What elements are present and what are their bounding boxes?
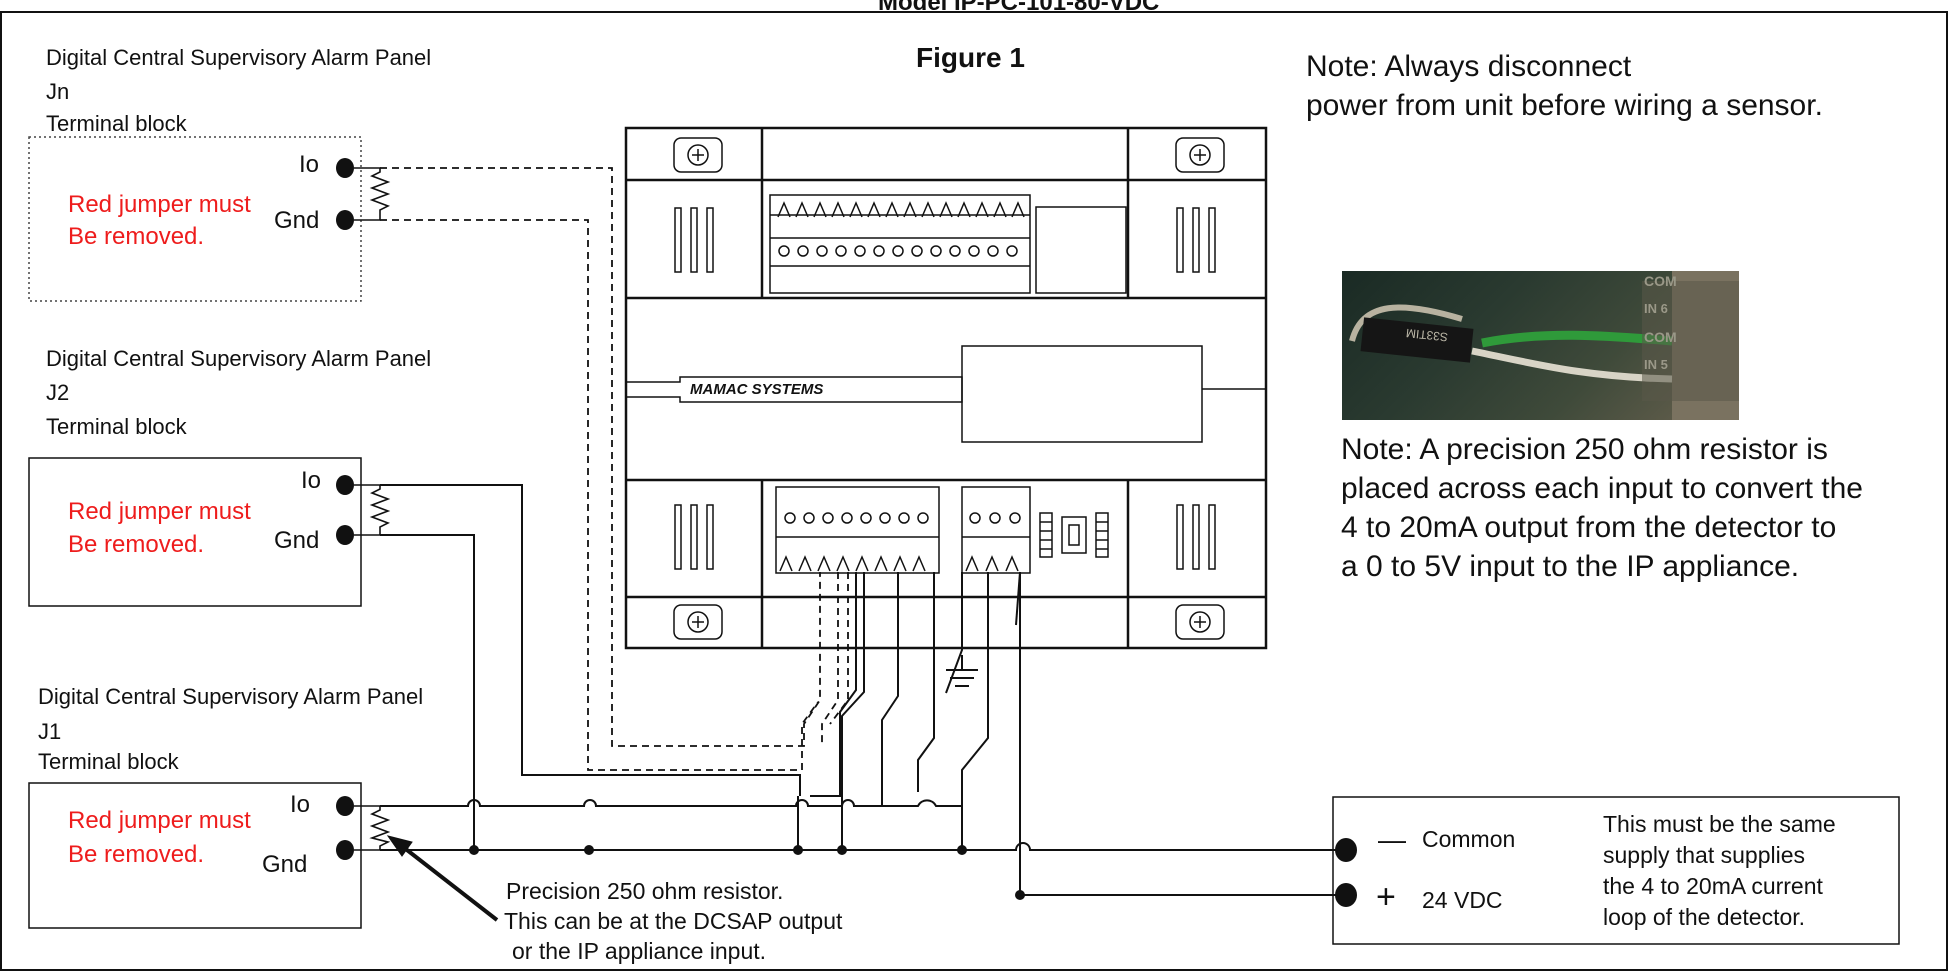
device-screws — [673, 137, 1225, 640]
panel-box-jn — [28, 136, 362, 302]
terminal-photo: COM IN 6 COM IN 5 S33TIM — [1342, 271, 1739, 420]
psu-plus-label: 24 VDC — [1422, 887, 1503, 913]
panel-j2-sub: Terminal block — [46, 414, 187, 439]
model-title: Model IP-PC-101-80-VDC — [878, 0, 1160, 16]
psu-terminals — [1335, 838, 1357, 907]
panel-j2-title: Digital Central Supervisory Alarm Panel — [46, 346, 432, 371]
panel-jn-id: Jn — [46, 79, 70, 104]
note-resistor-line3: 4 to 20mA output from the detector to — [1341, 511, 1837, 544]
note-disconnect-line2: power from unit before wiring a sensor. — [1306, 89, 1823, 122]
panel-j2-pin-gnd: Gnd — [274, 527, 320, 554]
callout-arrow — [386, 835, 499, 922]
panel-j2-id: J2 — [46, 380, 70, 405]
dashed-wires-jn — [380, 167, 849, 771]
panel-box-j2 — [28, 457, 362, 607]
resistor-callout-line3: or the IP appliance input. — [512, 938, 767, 964]
note-disconnect-line1: Note: Always disconnect — [1306, 50, 1632, 83]
panel-j1-pin-gnd: Gnd — [262, 851, 308, 878]
device-top-terminal-block — [769, 194, 1127, 294]
mamac-device — [624, 126, 1268, 650]
panel-jn-pin-gnd: Gnd — [274, 207, 320, 234]
psu-plus-symbol: + — [1376, 878, 1396, 916]
photo-text-in6: IN 6 — [1644, 301, 1668, 316]
photo-text-com1: COM — [1644, 273, 1677, 289]
photo-text-com2: COM — [1644, 329, 1677, 345]
photo-text-in5: IN 5 — [1644, 357, 1668, 372]
device-brand-label: MAMAC SYSTEMS — [690, 381, 824, 398]
terminal-photo-art — [1349, 271, 1739, 420]
psu-common-symbol: — — [1378, 824, 1406, 855]
panel-j1-id: J1 — [38, 719, 62, 744]
panel-j2-jumper-line1: Red jumper must — [68, 498, 251, 525]
note-resistor-line4: a 0 to 5V input to the IP appliance. — [1341, 550, 1800, 583]
panel-jn-sub: Terminal block — [46, 111, 187, 136]
panel-j1-jumper-line2: Be removed. — [68, 841, 205, 868]
panel-terminals — [336, 158, 354, 860]
junction-dots — [469, 845, 1025, 900]
panel-j2-pin-io: Io — [301, 467, 322, 494]
solid-wires — [380, 484, 1340, 896]
device-vents — [674, 207, 1216, 570]
resistors — [354, 167, 391, 851]
resistor-callout-line2: This can be at the DCSAP output — [504, 908, 843, 934]
panel-j1-pin-io: Io — [290, 791, 311, 818]
panel-j1-title: Digital Central Supervisory Alarm Panel — [38, 684, 424, 709]
psu-note-line4: loop of the detector. — [1603, 904, 1806, 930]
panel-jn-jumper-line1: Red jumper must — [68, 191, 251, 218]
psu-common-label: Common — [1422, 826, 1516, 852]
psu-note-line2: supply that supplies — [1603, 842, 1806, 868]
device-label-band — [626, 345, 1266, 443]
psu-note-line3: the 4 to 20mA current — [1603, 873, 1823, 899]
power-supply-box — [1332, 796, 1900, 945]
outer-border — [0, 11, 1948, 971]
psu-note-line1: This must be the same — [1603, 811, 1836, 837]
panel-j2-jumper-line2: Be removed. — [68, 531, 205, 558]
resistor-callout-line1: Precision 250 ohm resistor. — [506, 878, 784, 904]
note-resistor-line2: placed across each input to convert the — [1341, 472, 1863, 505]
panel-j1-sub: Terminal block — [38, 749, 179, 774]
note-resistor-line1: Note: A precision 250 ohm resistor is — [1341, 433, 1828, 466]
panel-box-j1 — [28, 782, 362, 929]
panel-j1-jumper-line1: Red jumper must — [68, 807, 251, 834]
panel-jn-jumper-line2: Be removed. — [68, 223, 205, 250]
panel-jn-title: Digital Central Supervisory Alarm Panel — [46, 45, 432, 70]
device-bottom-terminal-block — [775, 486, 1109, 574]
figure-label: Figure 1 — [916, 42, 1025, 73]
panel-jn-pin-io: Io — [299, 151, 320, 178]
